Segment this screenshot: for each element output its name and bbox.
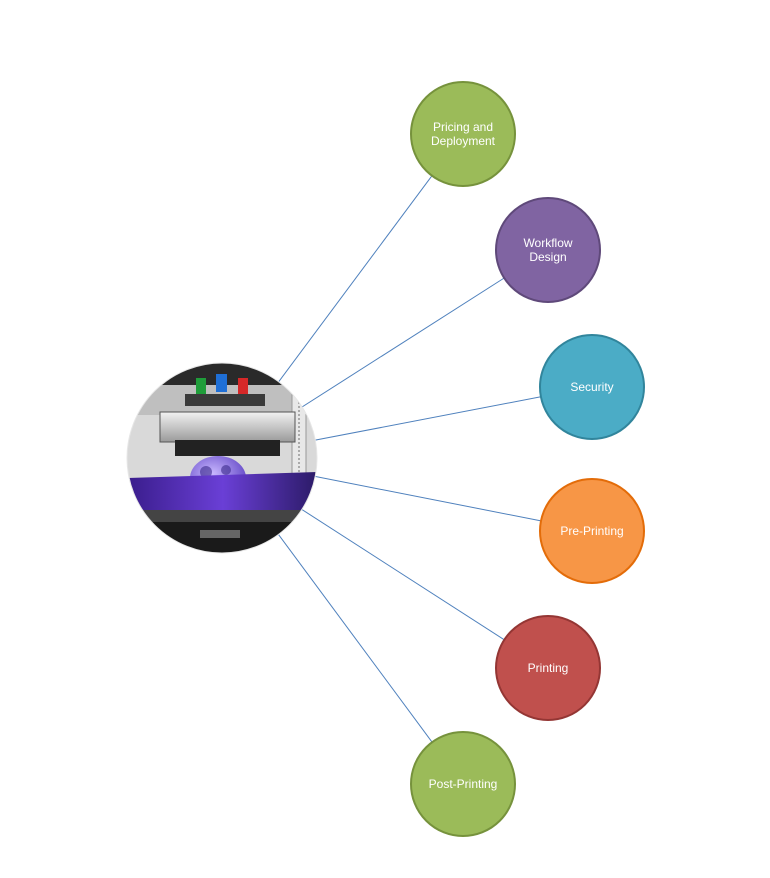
topic-node-circle: [410, 81, 516, 187]
topic-nodes: Pricing andDeploymentWorkflowDesignSecur…: [410, 81, 645, 837]
topic-node-label: Security: [570, 380, 613, 394]
topic-node-label: Workflow: [523, 236, 572, 250]
topic-node-label: Pre-Printing: [560, 524, 623, 538]
connector-line: [261, 175, 433, 405]
topic-node-circle: [539, 334, 645, 440]
connector-lines: [261, 175, 542, 743]
connector-line: [261, 511, 433, 743]
topic-node: Security: [539, 334, 645, 440]
topic-node: Pre-Printing: [539, 478, 645, 584]
topic-node-circle: [495, 197, 601, 303]
topic-node: Post-Printing: [410, 731, 516, 837]
connector-line: [287, 470, 542, 522]
topic-node-label: Design: [529, 250, 566, 264]
topic-node-circle: [539, 478, 645, 584]
topic-node-circle: [495, 615, 601, 721]
topic-node-label: Post-Printing: [429, 777, 498, 791]
topic-node-label: Pricing and: [433, 120, 493, 134]
3d-printer-photo: [126, 362, 318, 554]
topic-node-label: Printing: [528, 661, 569, 675]
topic-node: Printing: [495, 615, 601, 721]
connector-line: [278, 277, 505, 423]
connector-line: [287, 396, 541, 446]
connector-line: [278, 493, 505, 641]
topic-node-label: Deployment: [431, 134, 496, 148]
topic-node-circle: [410, 731, 516, 837]
